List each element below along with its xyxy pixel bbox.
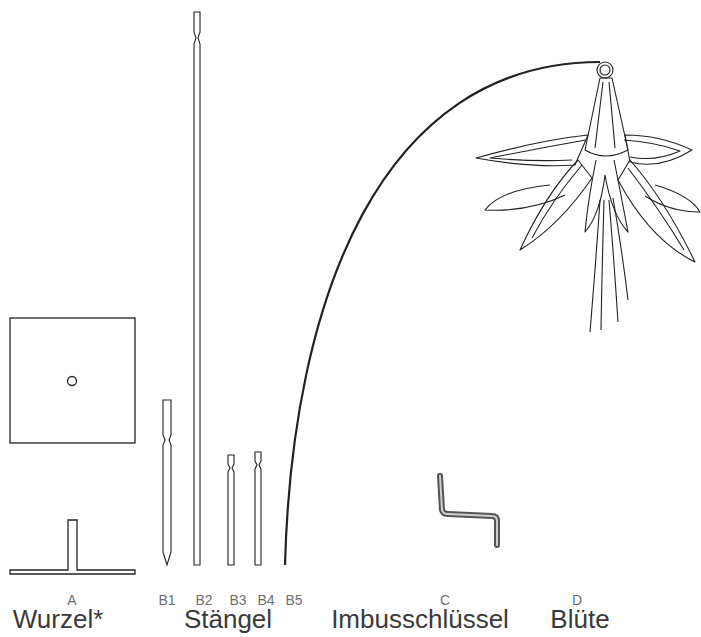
flower-bell-lines bbox=[595, 82, 615, 148]
petal-right-inner bbox=[624, 140, 680, 159]
part-letter: A bbox=[67, 593, 76, 607]
petal-center bbox=[585, 160, 628, 232]
hex-key-shine bbox=[440, 476, 497, 545]
flower-stamens bbox=[590, 198, 628, 332]
petal-lower-left-inner bbox=[532, 165, 582, 238]
part-name: Stängel bbox=[184, 606, 272, 632]
hex-key bbox=[440, 476, 497, 545]
root-part bbox=[10, 318, 135, 574]
stem-rods bbox=[163, 12, 600, 565]
part-letter: B1 bbox=[158, 593, 175, 607]
part-name: Wurzel* bbox=[13, 606, 104, 632]
petal-left bbox=[476, 135, 588, 166]
rod-b1 bbox=[163, 400, 171, 565]
rod-b4 bbox=[255, 452, 261, 565]
part-letter: B4 bbox=[257, 593, 274, 607]
rod-b5-arc bbox=[285, 62, 600, 565]
rod-b3 bbox=[228, 455, 234, 565]
sepal-right bbox=[645, 185, 700, 212]
petal-lower-left bbox=[520, 160, 592, 250]
base-plate-top bbox=[10, 318, 135, 443]
rod-b2 bbox=[194, 12, 200, 565]
part-letter: C bbox=[440, 593, 450, 607]
part-letter: B2 bbox=[195, 593, 212, 607]
part-letter: B3 bbox=[229, 593, 246, 607]
sepal-left bbox=[485, 185, 565, 210]
part-name: Imbusschlüssel bbox=[331, 606, 509, 632]
flower bbox=[476, 62, 700, 332]
flower-ring-inner bbox=[600, 65, 610, 75]
petal-left-inner bbox=[490, 140, 586, 161]
flower-bell bbox=[585, 78, 628, 156]
flower-ring bbox=[597, 62, 613, 78]
part-letter: D bbox=[572, 593, 582, 607]
base-hole bbox=[68, 377, 77, 386]
petal-right bbox=[625, 135, 692, 164]
hex-key-body bbox=[440, 476, 497, 545]
part-name: Blüte bbox=[550, 606, 609, 632]
base-side bbox=[10, 520, 135, 574]
part-letter: B5 bbox=[285, 593, 302, 607]
